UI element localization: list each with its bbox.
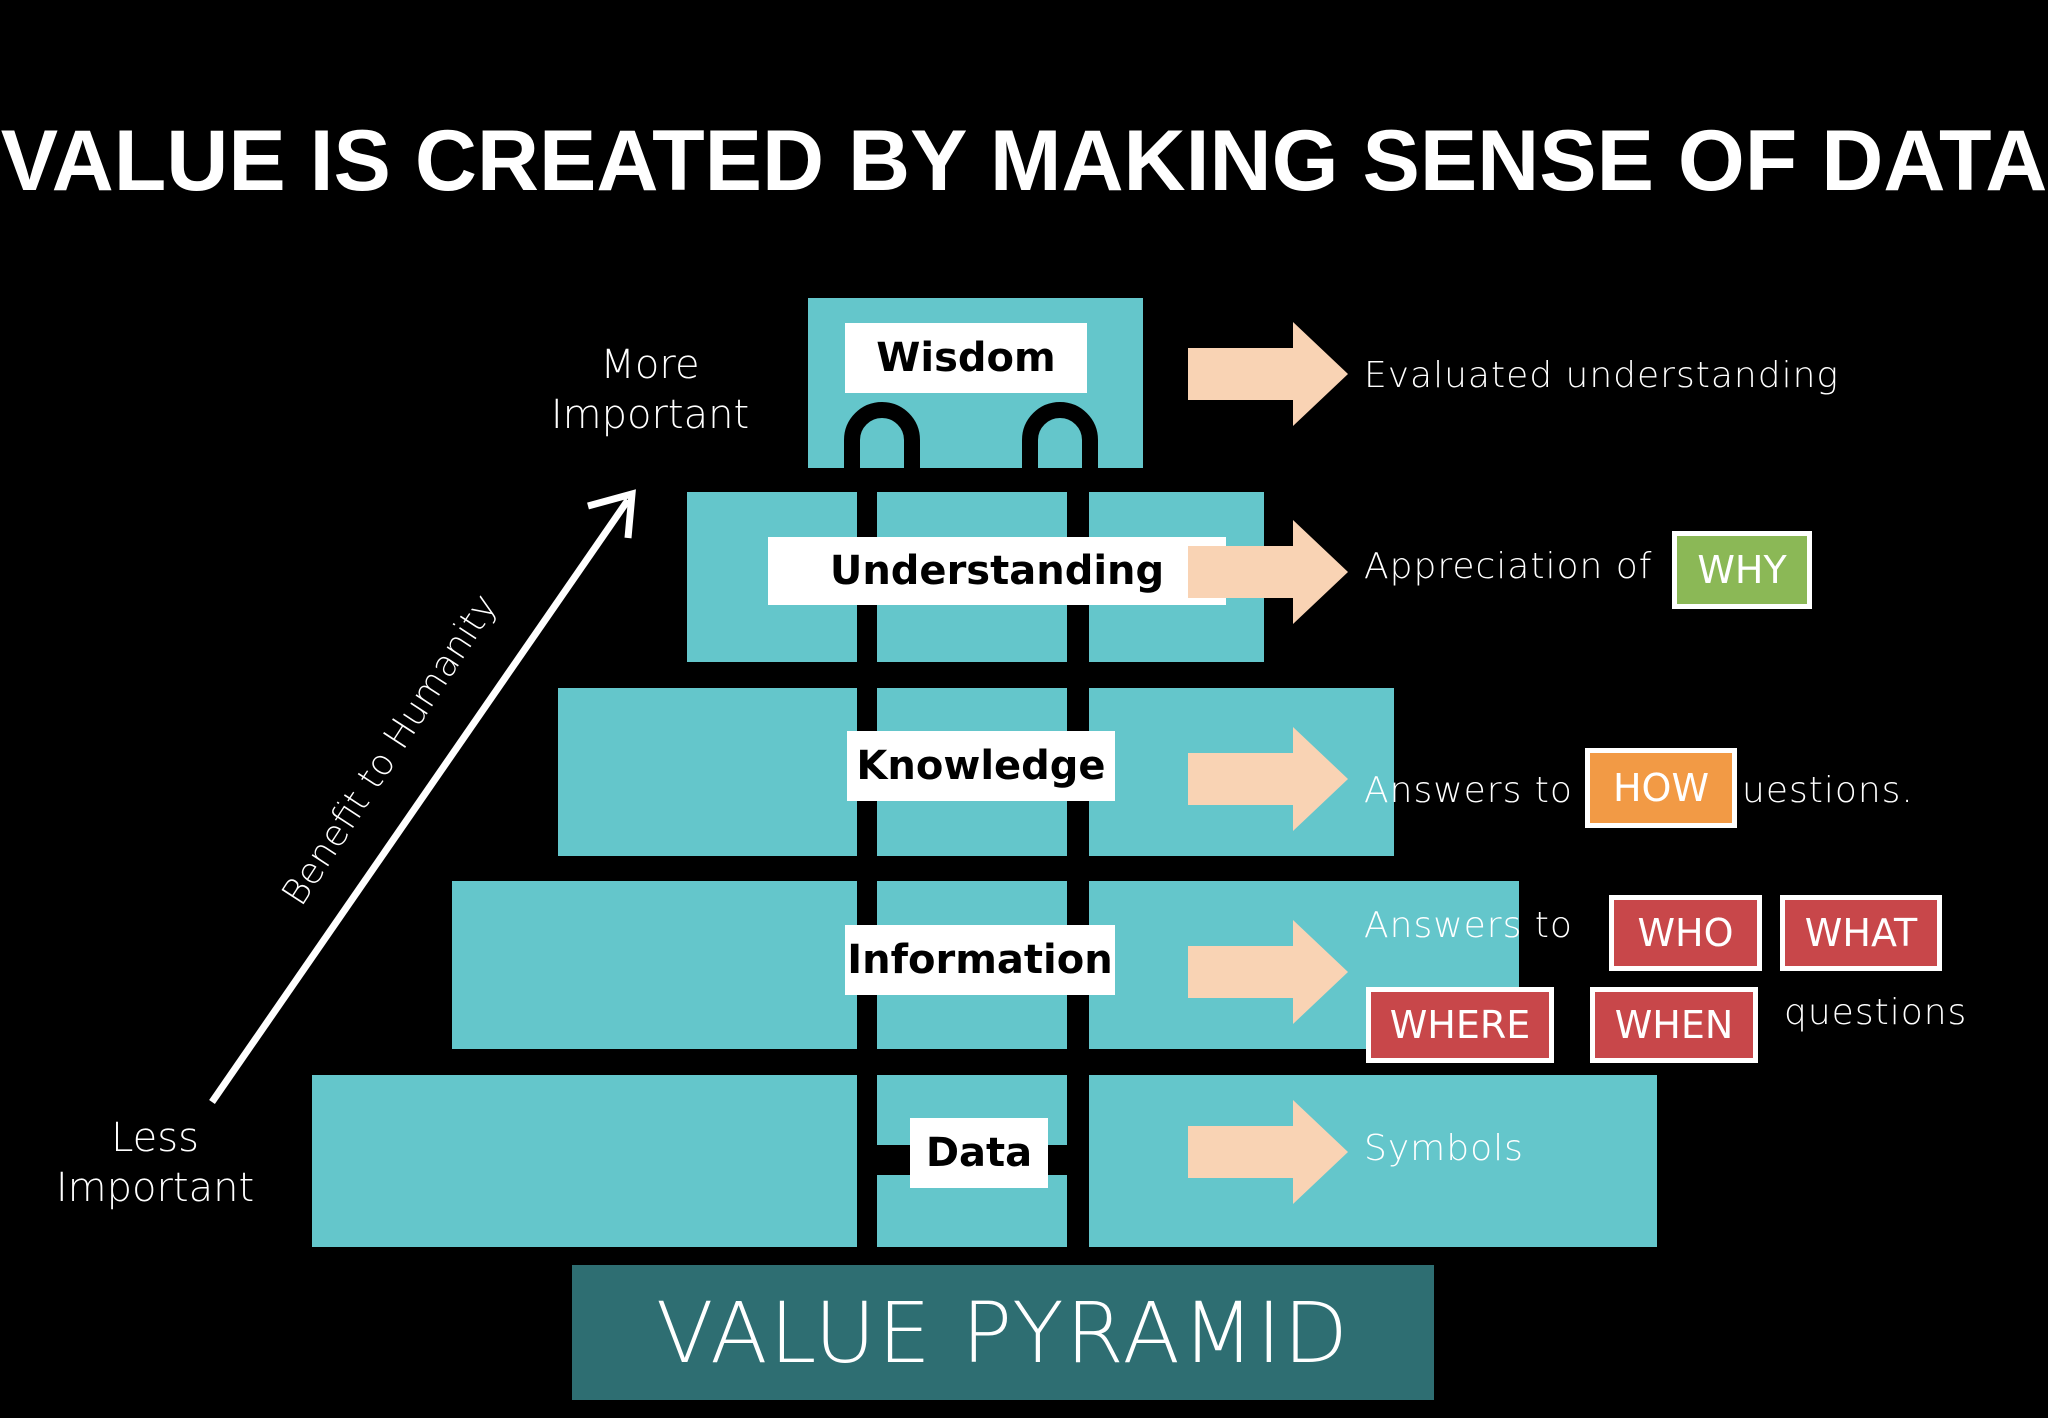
desc-data: Symbols xyxy=(1364,1128,1524,1169)
level-label-knowledge: Knowledge xyxy=(847,731,1115,801)
level-label-wisdom: Wisdom xyxy=(845,323,1087,393)
arrow-icon xyxy=(1188,520,1348,624)
arrow-icon xyxy=(1188,727,1348,831)
pyramid-block-data-right xyxy=(1089,1075,1657,1247)
page-title: VALUE IS CREATED BY MAKING SENSE OF DATA xyxy=(0,113,2048,209)
desc-wisdom: Evaluated understanding xyxy=(1364,355,1840,396)
desc-knowledge-suffix: uestions. xyxy=(1742,770,1914,811)
less-important-label: Less Important xyxy=(55,1115,255,1211)
tag-who: WHO xyxy=(1609,895,1762,971)
level-label-information: Information xyxy=(845,925,1115,995)
desc-information-prefix: Answers to xyxy=(1364,905,1573,946)
desc-information-suffix: questions xyxy=(1784,992,1968,1033)
more-important-label: More Important xyxy=(550,342,750,438)
desc-understanding-prefix: Appreciation of xyxy=(1364,546,1653,587)
level-label-understanding: Understanding xyxy=(768,537,1226,605)
pyramid-block-data-left xyxy=(312,1075,857,1247)
level-label-data: Data xyxy=(910,1118,1048,1188)
tag-what: WHAT xyxy=(1780,895,1942,971)
tag-how: HOW xyxy=(1585,748,1737,828)
arrow-icon xyxy=(1188,322,1348,426)
tag-where: WHERE xyxy=(1366,987,1554,1063)
arrow-icon xyxy=(1188,920,1348,1024)
benefit-arrow-icon xyxy=(209,489,636,1104)
arrow-icon xyxy=(1188,1100,1348,1204)
tag-when: WHEN xyxy=(1590,987,1758,1063)
tag-why: WHY xyxy=(1672,531,1812,609)
pyramid-block-knowledge-left xyxy=(558,688,857,856)
desc-knowledge-prefix: Answers to xyxy=(1364,770,1573,811)
pyramid-block-information-left xyxy=(452,881,857,1049)
wisdom-arches xyxy=(844,402,1098,475)
value-pyramid-banner: VALUE PYRAMID xyxy=(572,1265,1434,1400)
